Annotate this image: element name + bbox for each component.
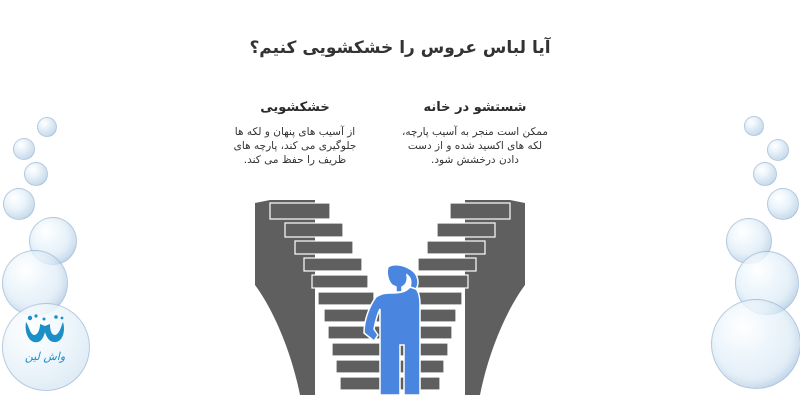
soap-bubble-icon [37,117,57,137]
soap-bubble-icon [767,139,789,161]
dry-cleaning-text: از آسیب های پنهان و لکه ها جلوگیری می کن… [233,126,357,166]
soap-bubble-icon [744,116,764,136]
logo-text: واش لین [24,350,66,363]
water-splash-w-logo-icon [25,314,64,343]
soap-bubble-icon [24,162,48,186]
page-title: آیا لباس عروس را خشکشویی کنیم؟ [249,38,551,58]
home-washing-column: شستشو در خانه ممکن است منجر به آسیب پارچ… [400,100,550,167]
home-washing-heading: شستشو در خانه [423,100,527,115]
home-washing-text: ممکن است منجر به آسیب پارچه، لکه های اکس… [401,126,548,166]
soap-bubble-icon [711,299,800,389]
person-at-forked-staircase-icon [255,200,525,396]
soap-bubble-icon [753,162,777,186]
logo-bubble [2,303,90,391]
soap-bubble-icon [3,188,35,220]
dry-cleaning-column: خشکشویی از آسیب های پنهان و لکه ها جلوگی… [225,100,365,167]
soap-bubble-icon [13,138,35,160]
soap-bubble-icon [767,188,799,220]
dry-cleaning-heading: خشکشویی [260,100,330,115]
